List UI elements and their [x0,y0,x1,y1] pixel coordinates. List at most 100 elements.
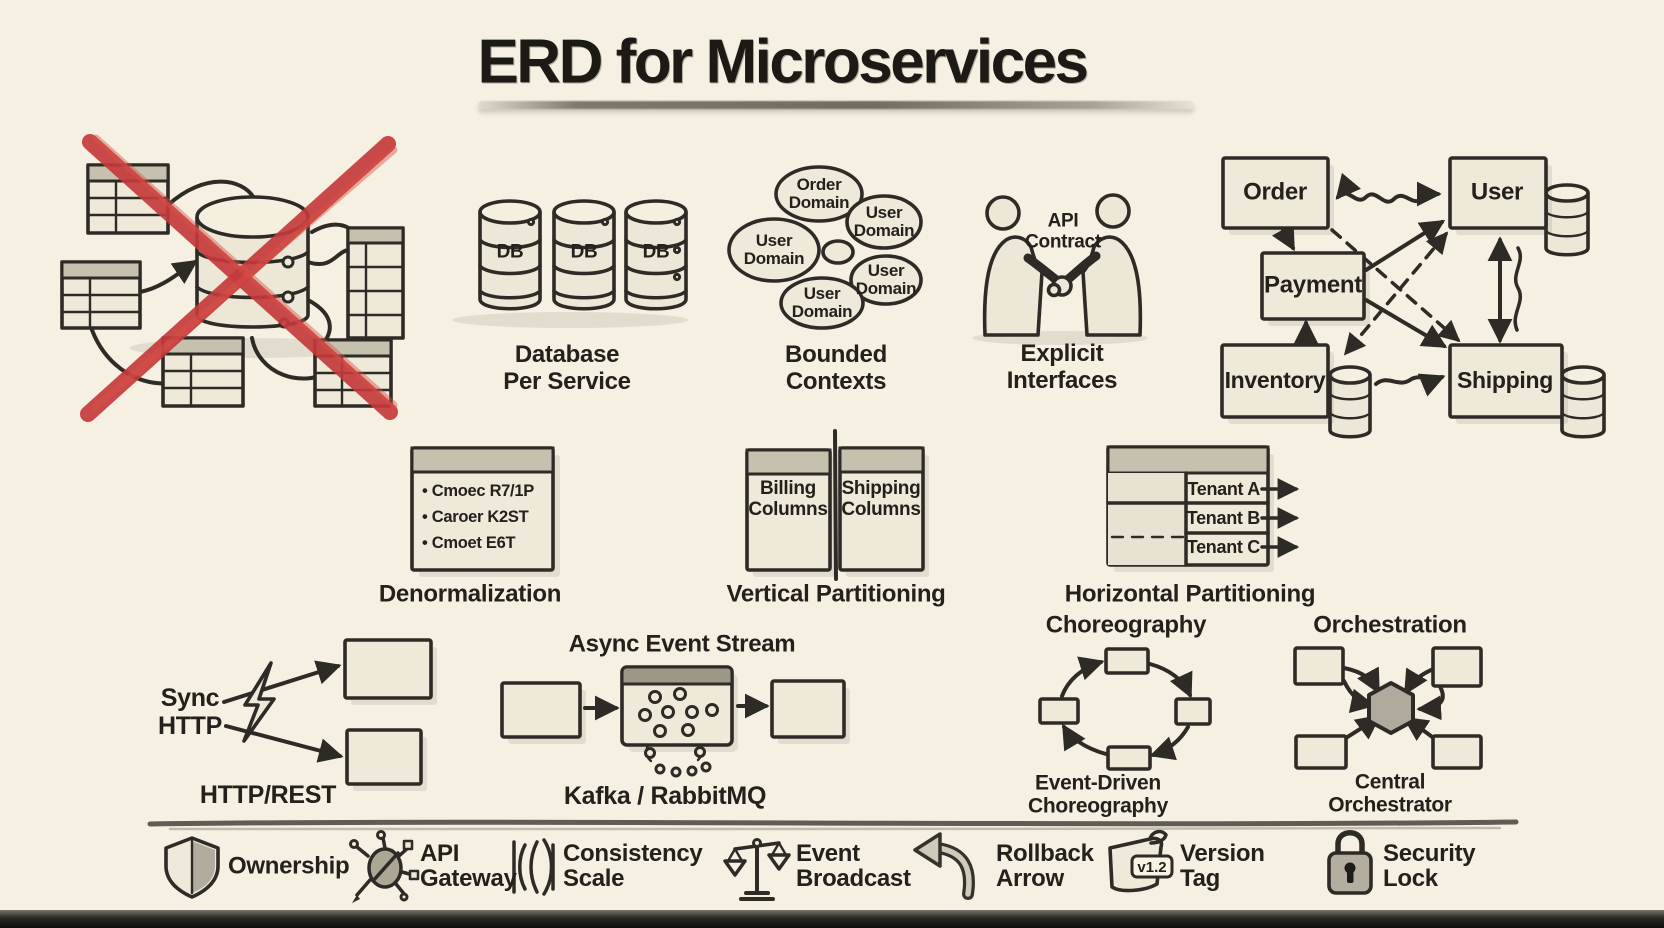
entity-box-payment [1260,251,1370,326]
async-event-stream-sketch [500,665,850,778]
context-oval-label: User Domain [743,230,805,268]
caption-horizontal-partitioning: Horizontal Partitioning [1064,580,1316,608]
orchestration-hub [1293,646,1483,770]
caption-event-driven-choreography: Event-Driven Choreography [1028,771,1168,817]
entity-label-shipping: Shipping [1457,367,1553,394]
entity-box-inventory [1220,343,1334,424]
caption-bounded-contexts: Bounded Contexts [785,341,887,395]
choreo-service-box [1106,745,1152,771]
context-oval-label: Order Domain [788,174,850,212]
db-cylinder [552,199,616,311]
balance-scale-icon [723,838,791,901]
entity-label-inventory: Inventory [1224,367,1326,394]
caption-vertical-partitioning: Vertical Partitioning [726,580,946,608]
tenant-row-label: Tenant B [1186,507,1261,528]
choreography-title: Choreography [1045,611,1207,639]
choreo-service-box [1104,647,1150,675]
database-per-service-cylinders [452,199,688,328]
title-underline [478,101,1194,109]
bottom-edge-bar [0,910,1664,928]
sync-http-label: Sync HTTP [157,684,223,740]
entity-box-shipping [1448,343,1568,424]
db-cylinder [478,199,542,311]
entity-label-payment: Payment [1264,271,1362,299]
person-left [982,195,1068,337]
consistency-scale-icon [512,838,555,896]
entity-box-order [1221,156,1334,235]
security-lock-icon [1327,830,1373,895]
user-shipping-squiggle [1513,246,1522,332]
table-icon [60,260,142,330]
partition-divider-line [833,429,838,581]
horizontal-partitioning-table [1106,445,1300,572]
tenant-row-label: Tenant A [1187,478,1260,499]
vertical-partitioning-tables [745,429,929,581]
service-box [343,638,437,705]
tenant-row-label: Tenant C [1186,536,1261,557]
message-broker-box [620,665,738,752]
inventory-shipping-relation [1374,373,1446,397]
legend-label-ownership: Ownership [228,852,350,880]
legend-label-security-lock: Security Lock [1383,839,1476,892]
choreography-cycle [1038,647,1212,771]
order-payment-relation [1271,223,1295,252]
order-user-relation [1335,172,1442,207]
legend-label-version-tag: Version Tag [1180,839,1265,892]
api-gateway-icon [349,830,420,903]
caption-http-rest: HTTP/REST [199,781,337,809]
sync-http-sketch [222,638,437,791]
caption-central-orchestrator: Central Orchestrator [1328,770,1452,816]
red-cross-out [80,134,398,422]
legend-label-event-broadcast: Event Broadcast [796,839,911,892]
caption-explicit-interfaces: Explicit Interfaces [1006,340,1118,394]
orchestrator-hexagon [1367,681,1415,735]
orch-service-box [1431,646,1483,688]
legend-label-consistency-scale: Consistency Scale [563,839,703,892]
dashed-relation [1343,231,1449,356]
rollback-arrow-icon [913,832,975,900]
handshake-figures [972,193,1148,345]
service-box [345,728,427,791]
context-oval-label: User Domain [853,202,915,240]
billing-columns-label: Billing Columns [748,478,828,520]
choreo-service-box [1038,697,1080,725]
lightning-bolt-icon [242,661,276,743]
table-icon [346,226,405,340]
shipping-columns-label: Shipping Columns [841,478,921,520]
monolith-shared-db-crossed [60,134,405,422]
shield-icon [164,836,220,899]
context-oval-label: User Domain [791,283,853,321]
entity-db-cylinder [1544,183,1590,257]
api-contract-label: API Contract [1025,210,1101,253]
db-cylinder-label: DB [496,241,524,263]
service-box [770,679,850,744]
entity-label-order: Order [1243,178,1307,206]
legend-label-rollback-arrow: Rollback Arrow [996,839,1094,892]
table-icon [161,336,245,408]
db-cylinder-label: DB [570,241,598,263]
person-right [1056,193,1143,337]
async-stream-title: Async Event Stream [568,630,796,658]
db-cylinder-label: DB [642,241,670,263]
orch-service-box [1431,734,1483,770]
orch-service-box [1294,734,1348,770]
denorm-item: • Cmoec R7/1P [422,481,534,500]
entity-db-cylinder [1560,365,1606,439]
version-tag-icon [1108,829,1174,893]
caption-denormalization: Denormalization [378,580,562,608]
orch-service-box [1293,646,1345,686]
small-context-oval [821,239,855,265]
legend-label-api-gateway: API Gateway [420,839,517,892]
bounded-contexts-ovals [727,165,923,330]
caption-database-per-service: Database Per Service [503,341,631,395]
payment-user-relation [1364,220,1446,272]
service-box [500,681,586,744]
choreo-service-box [1174,697,1212,726]
context-oval-label: User Domain [855,260,917,298]
legend-divider-line [147,819,1519,831]
denormalization-card [410,446,560,577]
entity-db-cylinder [1328,365,1372,439]
clasped-hands [1046,275,1073,298]
entity-label-user: User [1470,178,1524,206]
